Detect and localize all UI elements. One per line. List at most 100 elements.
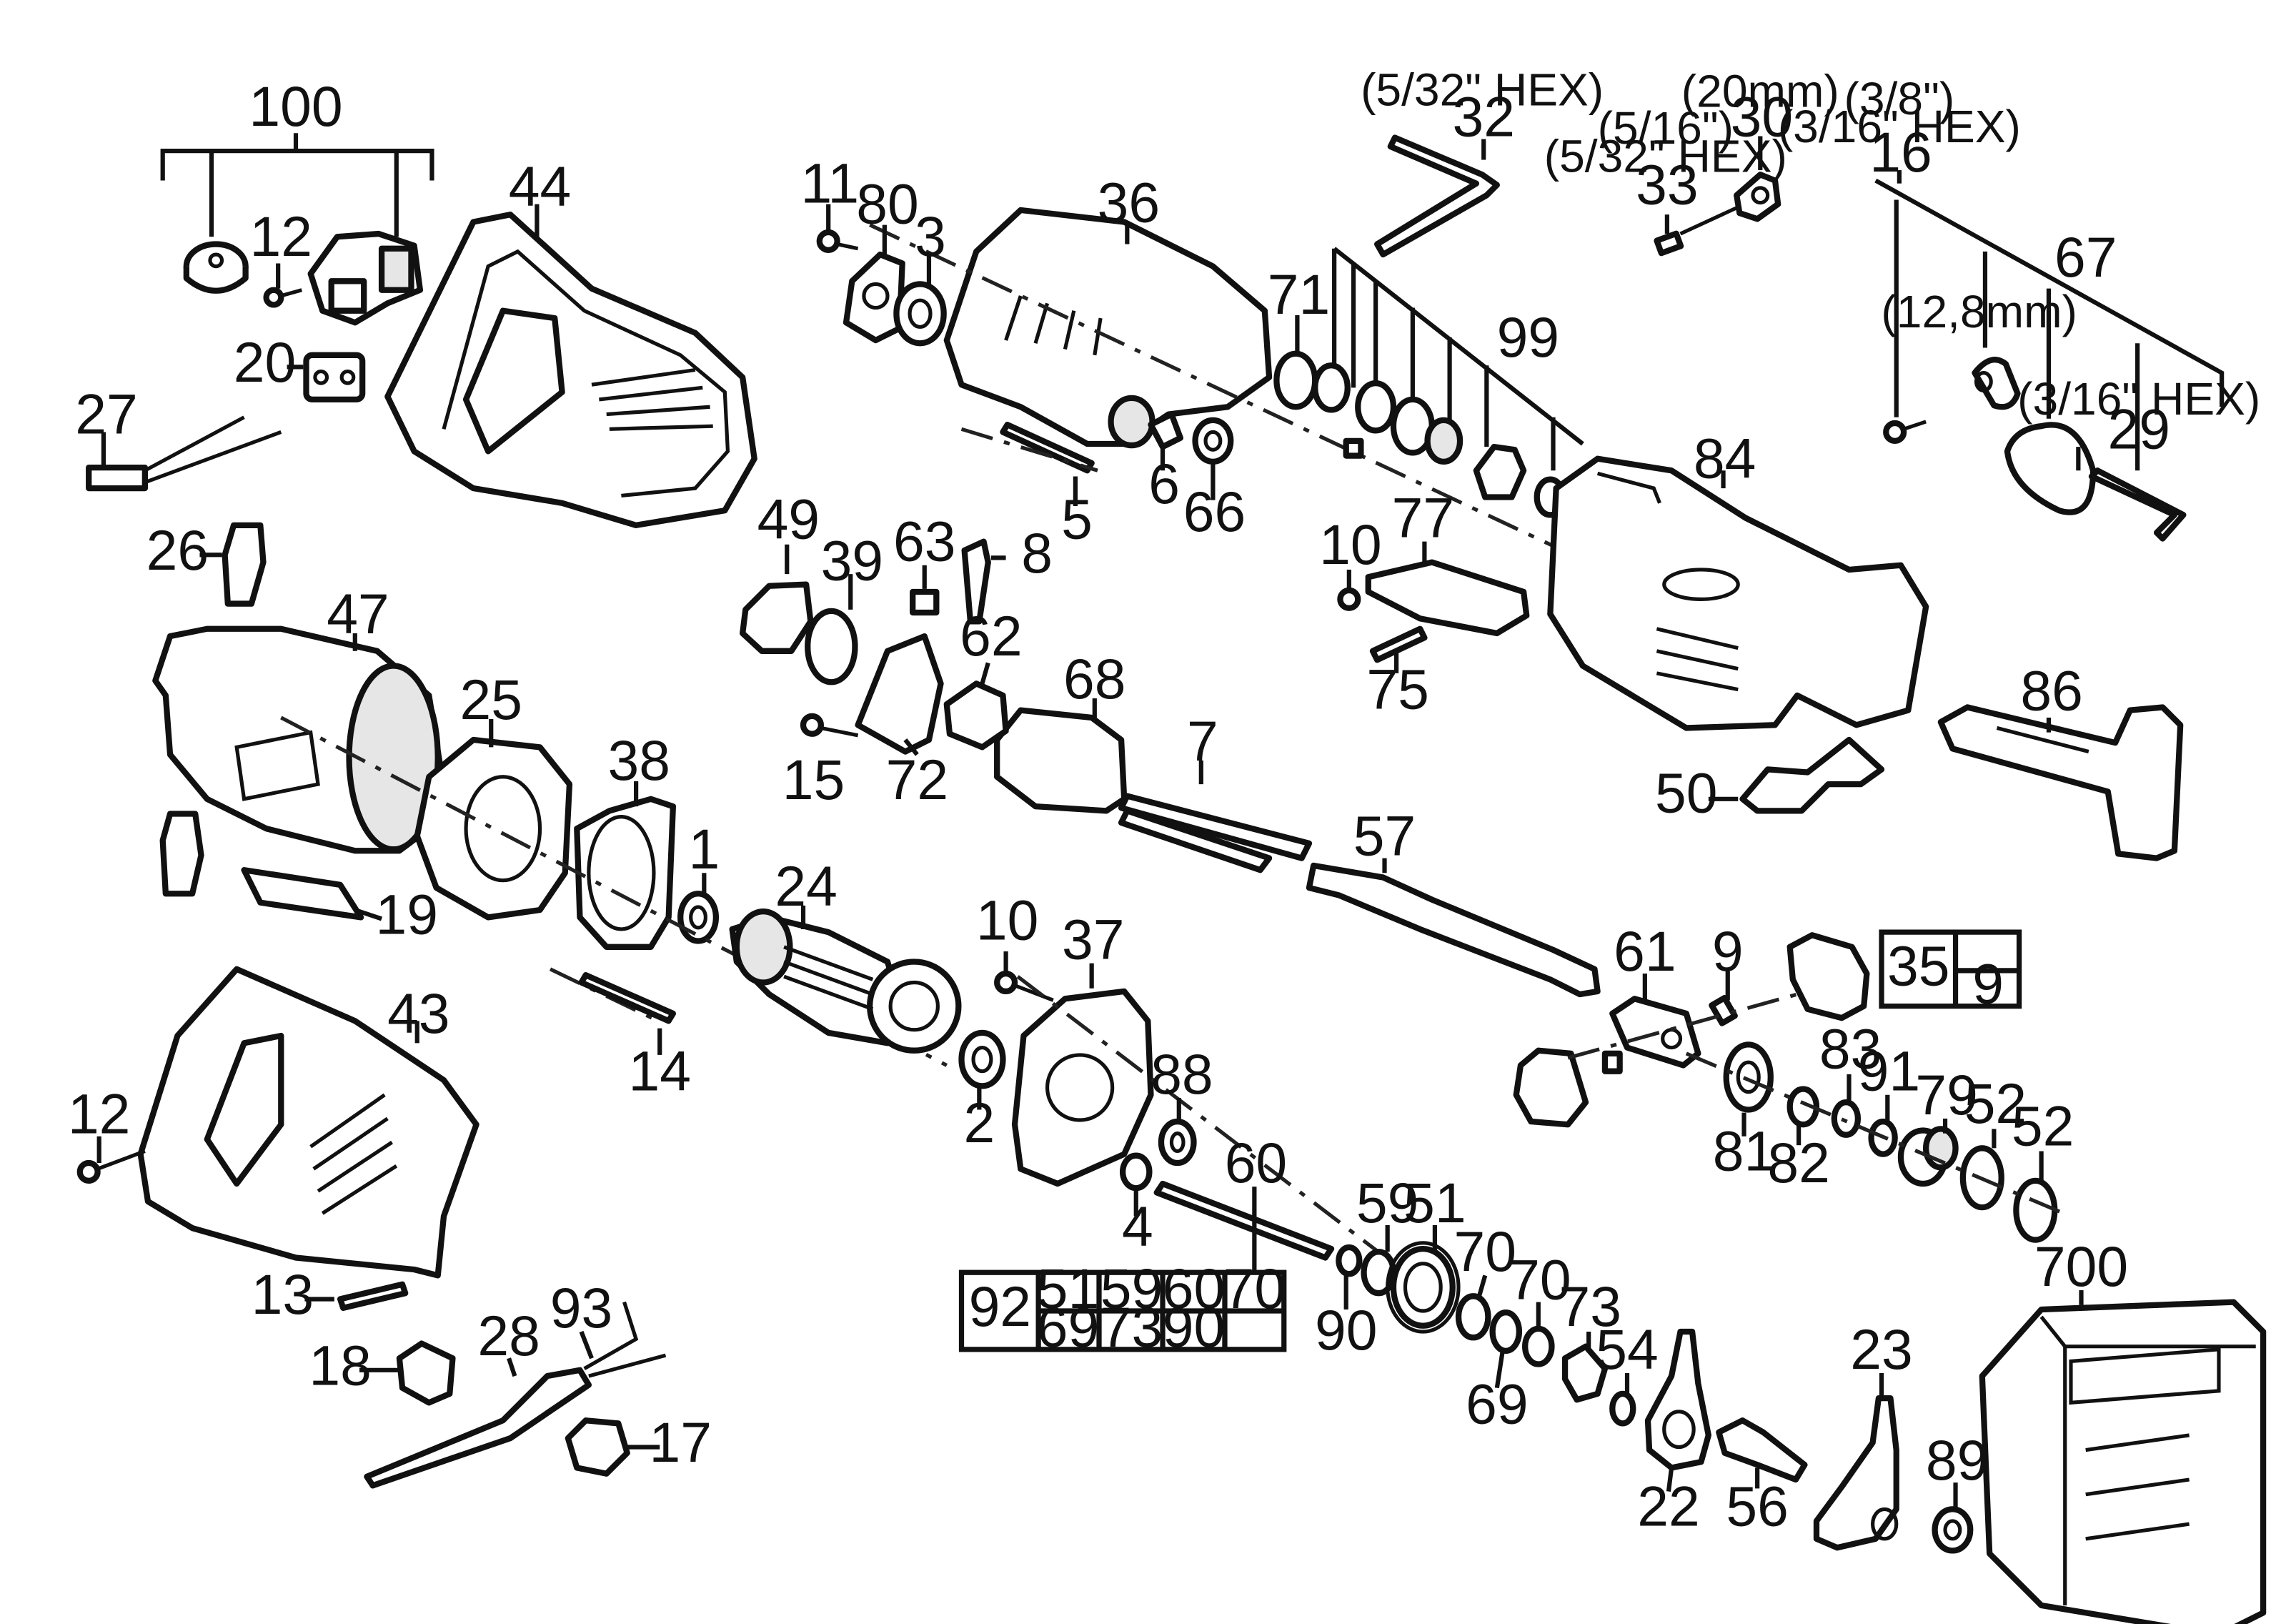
label-71: 71 (1268, 263, 1330, 326)
shaft-60-part (1153, 1180, 1335, 1261)
washer-69-part (1489, 1309, 1523, 1355)
shoe-86-part (1937, 704, 2184, 861)
bushing-66-part (1192, 417, 1234, 465)
ring-71-part (1273, 350, 1318, 410)
label-59: 59 (1356, 1172, 1418, 1234)
label-16: 16 (1869, 121, 1932, 184)
roller-73-part (1561, 1343, 1609, 1403)
label-25: 25 (459, 668, 522, 731)
label-73: 73 (1559, 1275, 1621, 1338)
collar-30-part (1679, 172, 1781, 236)
label-49: 49 (757, 488, 820, 551)
screw-15-part (800, 713, 859, 738)
pivot-49-part (739, 581, 814, 654)
stator-25-part (414, 736, 573, 921)
label-22: 22 (1637, 1475, 1699, 1538)
bushing-68-part (994, 707, 1128, 814)
label-38: 38 (607, 729, 670, 792)
label-77: 77 (1392, 486, 1454, 549)
label-86: 86 (2020, 660, 2082, 723)
screw-11-part (816, 229, 859, 253)
label-700: 700 (2034, 1235, 2128, 1298)
label-33-sub2: (5/32" HEX) (1544, 131, 1787, 182)
label-82: 82 (1767, 1132, 1829, 1194)
label-67: 67 (2054, 226, 2117, 289)
cord-28-part (364, 1367, 592, 1489)
block-63-part (910, 588, 940, 616)
label-60: 60 (1225, 1132, 1287, 1194)
screw-14-part (578, 971, 676, 1024)
label-81: 81 (1713, 1119, 1775, 1182)
label-29-sub: (3/16" HEX) (2017, 373, 2260, 425)
gear-case-84-part (1547, 455, 1929, 731)
label-70a: 70 (1454, 1220, 1516, 1283)
clutch-rings-part (1312, 362, 1567, 518)
label-24: 24 (775, 855, 837, 918)
screw-12a-part (263, 287, 302, 308)
collar-12mm-part (1972, 357, 2021, 410)
label-27: 27 (75, 383, 137, 446)
clamp-35-part (1786, 932, 1870, 1021)
label-36: 36 (1098, 172, 1160, 234)
label-16-sub2: (3/16" HEX) (1778, 101, 2021, 152)
table-92: 92 51 59 60 70 69 73 90 (958, 1257, 1287, 1359)
label-2: 2 (963, 1091, 995, 1154)
label-9: 9 (1712, 920, 1744, 983)
label-88: 88 (1151, 1043, 1213, 1106)
plate-72-part (855, 633, 944, 755)
clamp-17-part (565, 1417, 630, 1477)
screw-12b-part (76, 1149, 146, 1184)
label-30-sub: (20mm) (1681, 65, 1839, 117)
table-92-r1c1: 51 (1037, 1257, 1099, 1320)
label-33: 33 (1636, 154, 1698, 217)
label-37: 37 (1062, 908, 1124, 971)
label-68: 68 (1063, 648, 1125, 710)
label-7: 7 (1187, 710, 1218, 773)
label-29: 29 (2107, 397, 2170, 460)
cover-37-part (1011, 988, 1154, 1187)
nut-6-part (1148, 411, 1183, 450)
bracket-77-part (1365, 559, 1530, 637)
label-39: 39 (821, 530, 883, 593)
table-92-r1c3: 60 (1163, 1257, 1225, 1320)
clip-54-part (1609, 1390, 1636, 1427)
label-28: 28 (477, 1304, 540, 1367)
label-90: 90 (1315, 1299, 1377, 1362)
label-91: 91 (1858, 1040, 1920, 1103)
washer-83-part (1831, 1099, 1862, 1138)
bearing-3-part (893, 281, 947, 347)
rod-7-part (1118, 793, 1313, 873)
label-52b: 52 (2012, 1094, 2074, 1157)
label-69: 69 (1466, 1372, 1528, 1435)
label-20: 20 (234, 331, 296, 394)
lanyard-part (2004, 422, 2097, 515)
spacer-4-part (1119, 1152, 1153, 1192)
plate-80-part (843, 251, 905, 344)
label-79: 79 (1915, 1064, 1977, 1127)
label-80: 80 (856, 173, 918, 236)
label-99: 99 (1497, 306, 1559, 369)
label-19-part (241, 867, 364, 921)
kit-100-bracket (160, 133, 434, 237)
hex-key-32-part (1374, 134, 1500, 258)
label-47: 47 (327, 583, 389, 645)
label-84: 84 (1694, 427, 1756, 490)
label-70b: 70 (1509, 1249, 1571, 1312)
brush-holder-lower-part (159, 811, 204, 897)
label-12b: 12 (68, 1083, 130, 1146)
terminal-block-20-part (303, 352, 366, 403)
clamp-inner-part (1513, 1047, 1623, 1128)
handle-housing-43-part (137, 966, 479, 1279)
pin-75-part (1369, 625, 1428, 663)
label-43: 43 (387, 982, 449, 1045)
label-33-sub1: (5/16") (1598, 102, 1734, 154)
label-10b: 10 (976, 889, 1038, 952)
label-44: 44 (509, 155, 571, 218)
label-13: 13 (252, 1263, 314, 1326)
table-35-right: 9 (1972, 953, 2004, 1016)
gear-51-part (1386, 1241, 1461, 1334)
knob-62-part (943, 680, 1009, 751)
screw-33-part (1654, 230, 1684, 257)
washer-70a-part (1455, 1293, 1491, 1341)
